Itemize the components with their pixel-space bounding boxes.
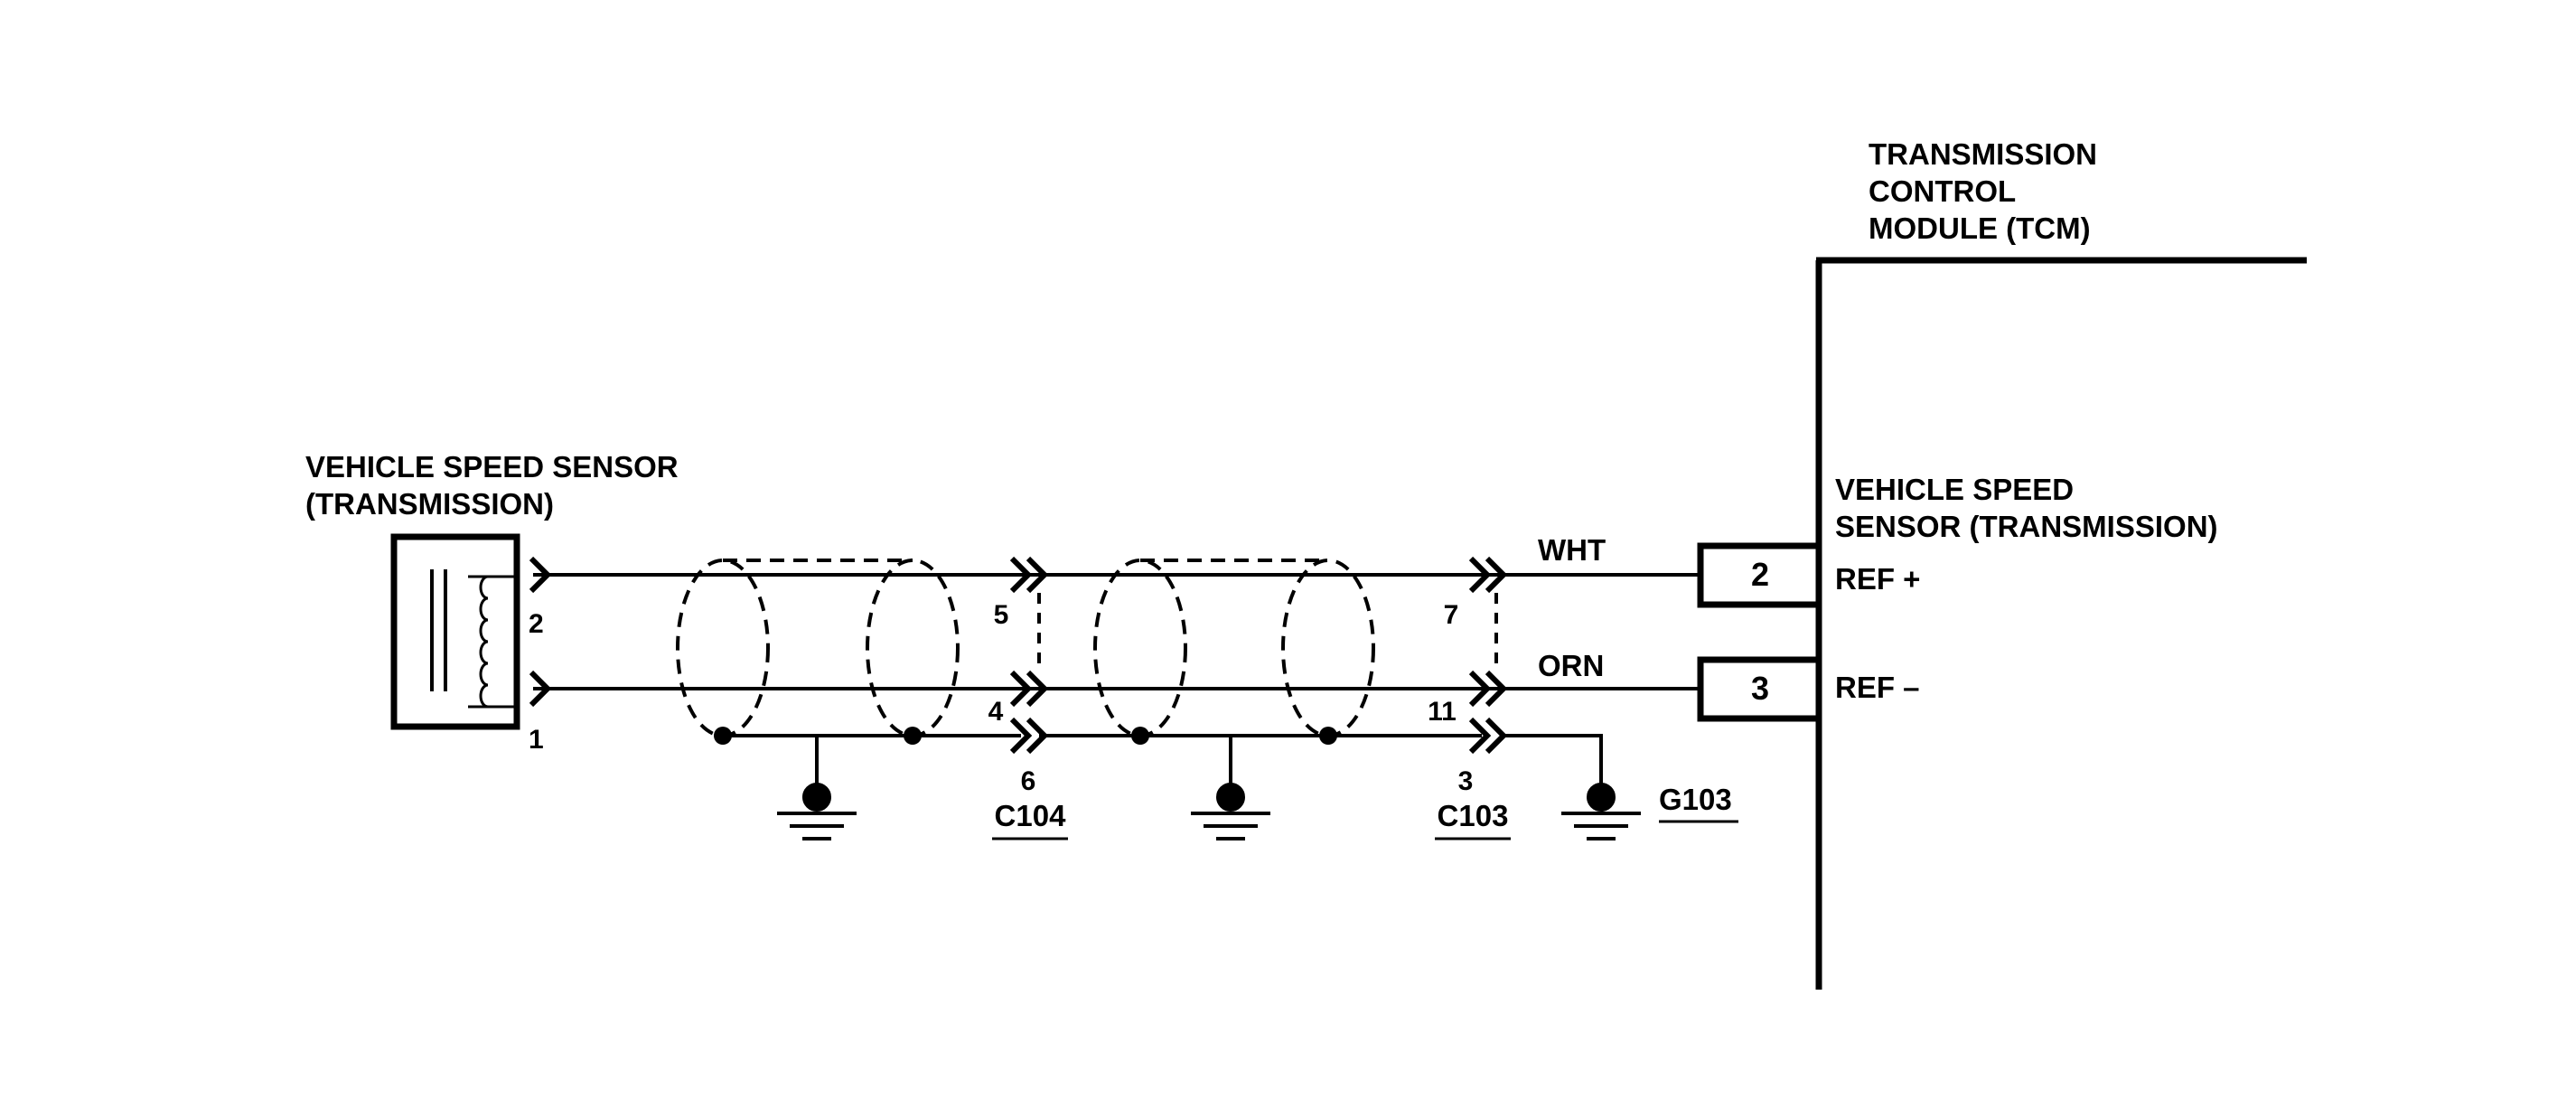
shield-ellipse xyxy=(676,559,770,737)
wires xyxy=(533,573,1700,793)
tcm-title-line-2: CONTROL xyxy=(1869,174,2016,208)
coil-icon xyxy=(468,575,489,709)
c104-pin-4: 4 xyxy=(988,697,1004,727)
wire-shields xyxy=(676,559,1375,737)
sensor-title-line-2: (TRANSMISSION) xyxy=(305,487,554,521)
ground-icon xyxy=(1191,783,1270,840)
tcm-module xyxy=(1815,257,2307,990)
sensor-terminals xyxy=(529,556,552,708)
sensor-body xyxy=(390,533,520,730)
c103-pin-7: 7 xyxy=(1444,600,1459,630)
sensor-pin-1: 1 xyxy=(529,725,544,755)
shield-ellipse xyxy=(1093,559,1187,737)
connector-c103-terminals xyxy=(1468,556,1508,755)
c104-pin-5: 5 xyxy=(994,600,1009,630)
shield-ellipse xyxy=(1281,559,1375,737)
ground-g103-name: G103 xyxy=(1659,783,1732,816)
tcm-pin-3-label: REF – xyxy=(1835,671,1920,704)
tcm-input-label-line-1: VEHICLE SPEED xyxy=(1835,473,2074,506)
splice-dots xyxy=(714,727,1337,745)
connector-c103-name: C103 xyxy=(1438,799,1509,832)
ground-icon-g103 xyxy=(1561,783,1641,840)
wire-color-orn: ORN xyxy=(1538,649,1604,682)
tcm-pin-2-label: REF + xyxy=(1835,562,1920,596)
tcm-pin-2-number: 2 xyxy=(1751,556,1769,593)
ground-icon xyxy=(777,783,857,840)
tcm-title-line-3: MODULE (TCM) xyxy=(1869,211,2091,245)
connector-dash-links xyxy=(1037,593,1498,672)
wire-color-wht: WHT xyxy=(1538,533,1606,567)
tcm-input-label-line-2: SENSOR (TRANSMISSION) xyxy=(1835,510,2218,543)
c103-pin-11: 11 xyxy=(1428,697,1457,727)
tcm-pin-box-2: 2 xyxy=(1697,542,1822,608)
c103-pin-3: 3 xyxy=(1458,766,1474,796)
tcm-pin-box-3: 3 xyxy=(1697,656,1822,722)
shield-ellipse xyxy=(866,559,960,737)
connector-c104-terminals xyxy=(1009,556,1049,755)
connector-c104-name: C104 xyxy=(995,799,1067,832)
tcm-pin-3-number: 3 xyxy=(1751,670,1769,707)
c104-pin-6: 6 xyxy=(1021,766,1036,796)
tcm-title-line-1: TRANSMISSION xyxy=(1869,137,2097,171)
sensor-pin-2: 2 xyxy=(529,609,544,639)
sensor-title-line-1: VEHICLE SPEED SENSOR xyxy=(305,450,679,484)
